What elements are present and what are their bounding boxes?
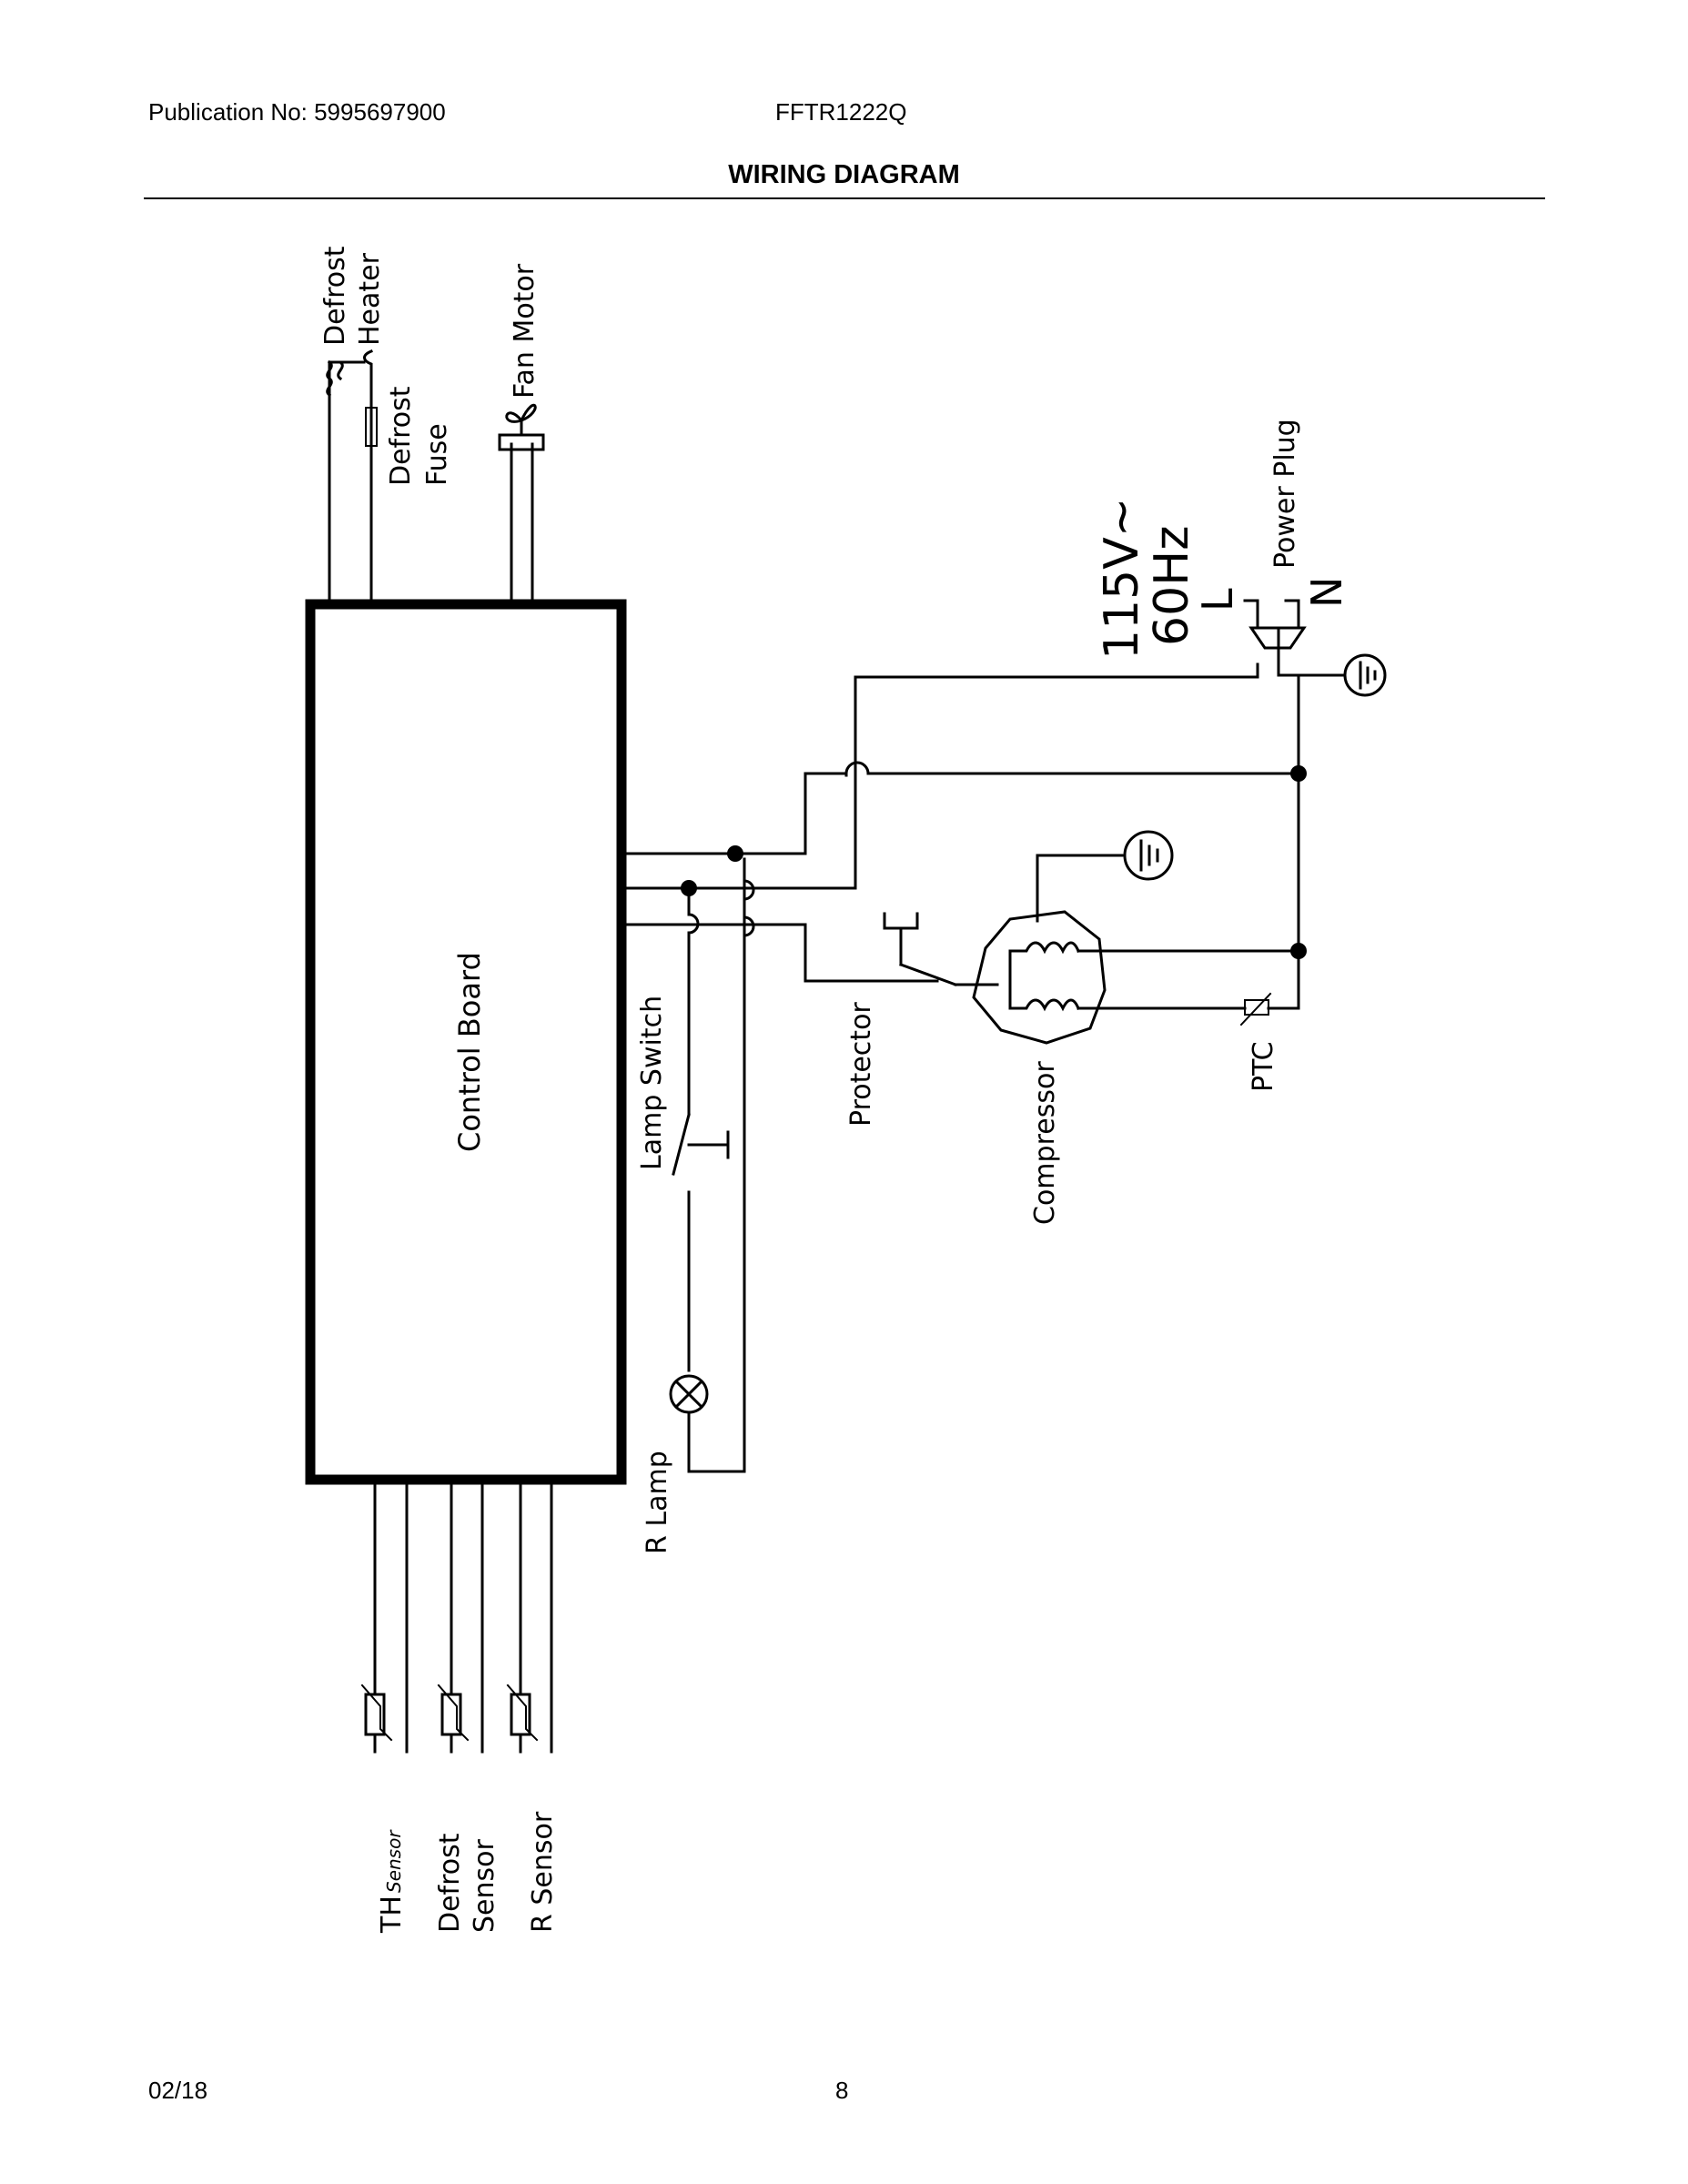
label-ptc: PTC <box>1248 1041 1279 1092</box>
label-neutral: N <box>1302 577 1351 608</box>
compressor-start-coil <box>1008 998 1080 1012</box>
publication-number: Publication No: 5995697900 <box>148 98 446 126</box>
label-defrost-sensor-2: Sensor <box>469 1839 500 1933</box>
plug-prong-n <box>1284 599 1300 630</box>
junction-dot <box>681 880 697 896</box>
compressor-ground-wire <box>1036 854 1124 923</box>
compressor-ground-symbol <box>1123 830 1174 881</box>
label-r-sensor: R Sensor <box>527 1811 559 1933</box>
compressor-run-coil <box>1008 941 1080 955</box>
board-wire-1 <box>626 772 848 855</box>
control-board-box <box>305 599 627 1485</box>
lamp-wire-hop-2 <box>743 915 755 937</box>
label-control-board: Control Board <box>452 952 487 1152</box>
junction-dot <box>1290 943 1307 959</box>
lamp-switch-actuator <box>687 1130 730 1159</box>
defrost-heater-wire-right <box>363 349 373 601</box>
defrost-fuse <box>365 407 378 447</box>
label-th-sensor-1: TH <box>376 1896 408 1934</box>
label-defrost-heater-1: Defrost <box>319 246 351 346</box>
lamp-switch-blade <box>672 1113 691 1176</box>
label-fan-motor: Fan Motor <box>509 263 541 399</box>
lamp-switch-upper <box>687 886 700 1117</box>
fan-blade <box>505 403 537 437</box>
r-sensor-slash <box>506 1684 539 1742</box>
protector-contact <box>899 963 957 986</box>
power-plug-body <box>1248 626 1307 650</box>
junction-dot <box>1290 765 1307 782</box>
lamp-wire-outer <box>687 857 746 1473</box>
plug-ground-lines <box>1359 661 1377 690</box>
label-compressor: Compressor <box>1029 1061 1061 1225</box>
header-rule <box>144 197 1545 199</box>
junction-dot <box>727 845 743 862</box>
label-th-sensor-2: Sensor <box>383 1829 405 1893</box>
ptc-slash <box>1239 992 1272 1026</box>
fan-motor-block <box>498 433 545 451</box>
board-wire-1-hop <box>844 761 870 775</box>
ptc-to-neutral <box>1267 1003 1300 1010</box>
th-sensor-slash <box>360 1684 393 1742</box>
plug-prong-l <box>1243 599 1259 630</box>
label-protector: Protector <box>845 1002 877 1127</box>
defrost-sensor-slash <box>437 1684 470 1742</box>
plug-ground-symbol <box>1343 653 1387 697</box>
label-r-lamp: R Lamp <box>642 1451 673 1554</box>
label-defrost-fuse-1: Defrost <box>385 386 417 486</box>
label-defrost-fuse-2: Fuse <box>421 423 453 486</box>
label-voltage: 115V~ <box>1095 498 1149 660</box>
label-lamp-switch: Lamp Switch <box>636 996 668 1170</box>
page-number: 8 <box>835 2077 849 2104</box>
label-power-plug: Power Plug <box>1269 419 1301 569</box>
label-defrost-heater-2: Heater <box>354 252 386 346</box>
r-lamp-x <box>673 1379 704 1410</box>
model-number: FFTR1222Q <box>775 98 907 126</box>
label-defrost-sensor-1: Defrost <box>434 1833 466 1933</box>
page-title: WIRING DIAGRAM <box>728 160 960 189</box>
footer-date: 02/18 <box>148 2077 208 2104</box>
label-frequency: 60Hz <box>1145 525 1199 646</box>
label-line: L <box>1193 588 1242 612</box>
board-wire-3 <box>626 923 875 983</box>
compressor-housing <box>972 910 1107 1045</box>
compressor-ground-lines <box>1139 839 1159 872</box>
protector-actuator <box>883 912 919 966</box>
lamp-wire-hop-1 <box>743 879 755 901</box>
